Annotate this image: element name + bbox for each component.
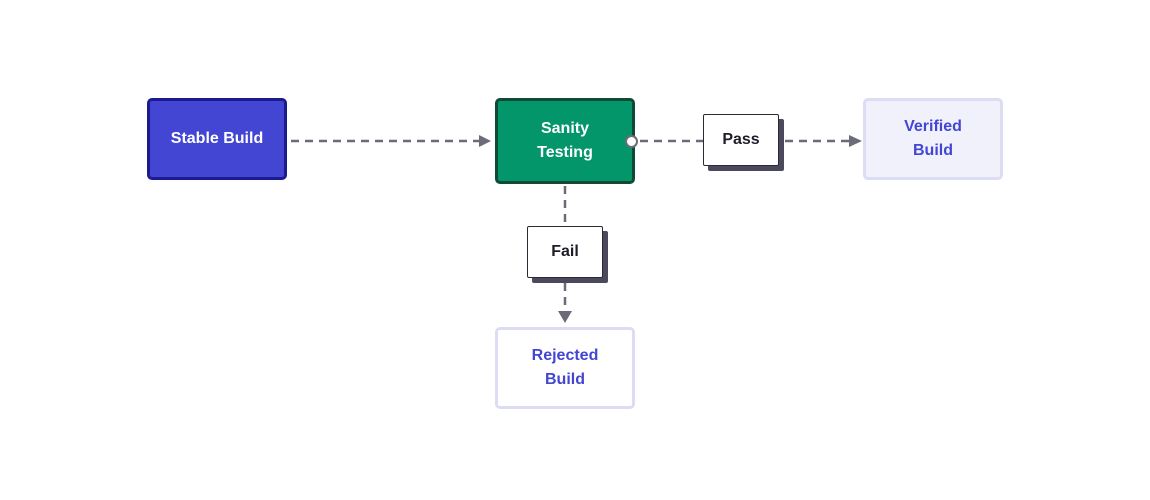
node-verified-build-label: Verified Build [904,118,962,159]
edge-label-pass-text: Pass [722,131,760,148]
node-rejected-build-label: Rejected Build [531,347,599,388]
node-verified-build[interactable]: Verified Build [863,98,1003,180]
node-rejected-build[interactable]: Rejected Build [495,327,635,409]
node-sanity-testing-label: Sanity Testing [537,120,593,161]
node-stable-build[interactable]: Stable Build [147,98,287,180]
arrowhead-sanity [479,135,491,147]
edge-label-fail-text: Fail [551,243,579,260]
arrowhead-verified [849,135,862,147]
edge-label-pass[interactable]: Pass [703,114,779,166]
connector-port[interactable] [624,134,639,149]
edge-label-fail[interactable]: Fail [527,226,603,278]
arrowhead-rejected [558,311,572,323]
node-sanity-testing[interactable]: Sanity Testing [495,98,635,184]
node-stable-build-label: Stable Build [170,130,264,147]
